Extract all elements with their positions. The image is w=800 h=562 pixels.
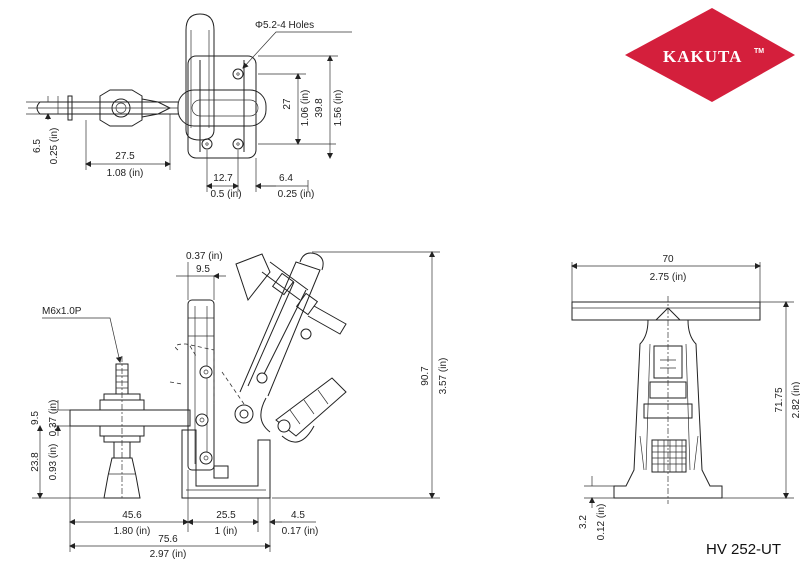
dim-6-4: 6.4 (279, 173, 293, 184)
dim-0-37-in-b: 0.37 (in) (48, 400, 59, 437)
dim-23-8: 23.8 (30, 452, 41, 472)
model-number: HV 252-UT (706, 541, 781, 558)
dim-39-8: 39.8 (314, 98, 325, 118)
dim-27-5: 27.5 (115, 151, 135, 162)
dim-6-5: 6.5 (32, 139, 43, 153)
dim-2-82-in: 2.82 (in) (791, 382, 800, 419)
dim-2-97-in: 2.97 (in) (150, 549, 187, 560)
dim-70: 70 (662, 254, 674, 265)
dim-0-12-in: 0.12 (in) (596, 504, 607, 541)
dim-9-5-b: 9.5 (30, 411, 41, 425)
front-view: 70 2.75 (in) 71.75 2.82 (in) 3.2 0.12 (i… (571, 254, 800, 541)
dim-0-25-in-a: 0.25 (in) (49, 128, 60, 165)
dim-75-6: 75.6 (158, 534, 178, 545)
dim-1-80-in: 1.80 (in) (114, 526, 151, 537)
dim-2-75-in: 2.75 (in) (650, 272, 687, 283)
side-view: M6x1.0P 0.37 (in) 9.5 9.5 0.37 (in) 23.8… (30, 251, 449, 560)
dim-0-37-in-a: 0.37 (in) (186, 251, 223, 262)
dim-1-08-in: 1.08 (in) (107, 168, 144, 179)
dim-9-5-a: 9.5 (196, 264, 210, 275)
holes-label: Φ5.2-4 Holes (255, 20, 314, 31)
dim-27: 27 (282, 98, 293, 110)
dim-0-25-in-b: 0.25 (in) (278, 189, 315, 200)
dim-0-93-in: 0.93 (in) (48, 444, 59, 481)
dim-3-57-in: 3.57 (in) (438, 358, 449, 395)
dim-3-2: 3.2 (578, 515, 589, 529)
brand-logo: KAKUTA TM (625, 8, 795, 102)
dim-71-75: 71.75 (774, 387, 785, 412)
dim-90-7: 90.7 (420, 366, 431, 386)
logo-diamond (625, 8, 795, 102)
dim-0-17-in: 0.17 (in) (282, 526, 319, 537)
brand-mark: TM (754, 48, 764, 55)
dim-45-6: 45.6 (122, 510, 142, 521)
dim-1-56-in: 1.56 (in) (333, 90, 344, 127)
dim-25-5: 25.5 (216, 510, 236, 521)
dim-1-06-in: 1.06 (in) (300, 90, 311, 127)
thread-label: M6x1.0P (42, 306, 82, 317)
dim-1-in: 1 (in) (215, 526, 238, 537)
dim-4-5: 4.5 (291, 510, 305, 521)
dim-0-5-in: 0.5 (in) (210, 189, 241, 200)
top-view: Φ5.2-4 Holes 27 1.06 (in) 39.8 1.56 (in)… (26, 13, 352, 200)
brand-name: KAKUTA (663, 47, 742, 66)
dim-12-7: 12.7 (213, 173, 233, 184)
